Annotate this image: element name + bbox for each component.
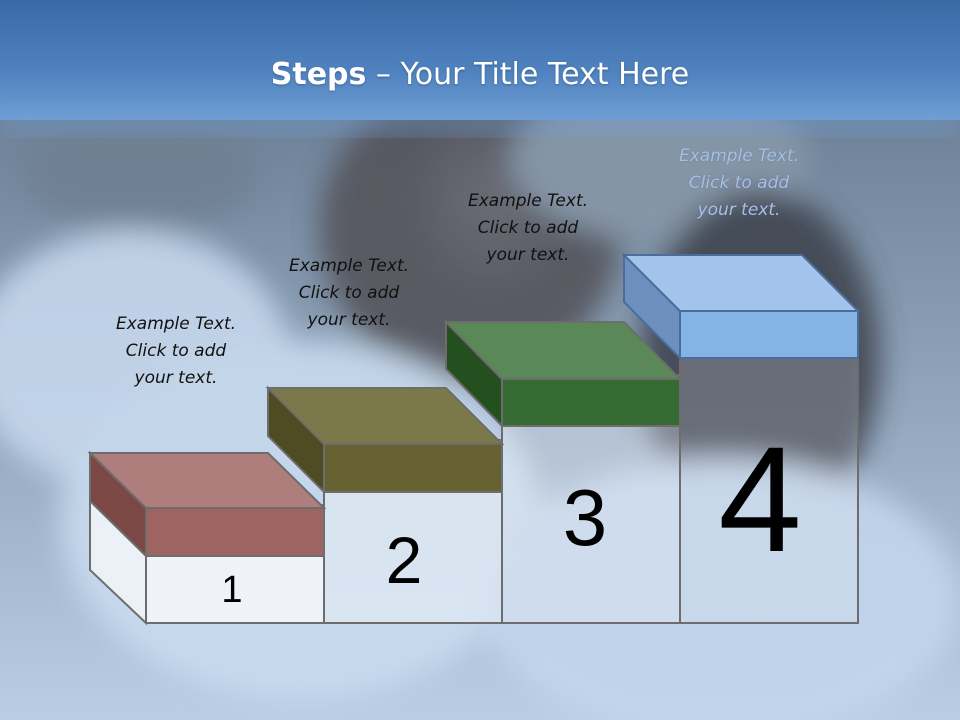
step-text-4[interactable]: Example Text. Click to add your text. [639,143,839,224]
step-number-3: 3 [562,473,608,562]
step-text-4-line-3: your text. [697,200,781,220]
step-text-3-line-1: Example Text. [467,191,589,211]
step-text-1-line-3: your text. [134,368,218,388]
title-bold: Steps [270,57,367,92]
step-text-2[interactable]: Example Text. Click to add your text. [249,253,449,334]
step-block-1-front [145,507,325,557]
step-block-2-front [323,443,503,493]
step-text-1[interactable]: Example Text. Click to add your text. [76,311,276,392]
step-block-4-front [679,310,859,359]
slide-title[interactable]: Steps – Your Title Text Here [0,52,960,98]
step-text-4-line-1: Example Text. [678,146,800,166]
step-text-1-line-2: Click to add [125,341,227,361]
step-number-1: 1 [221,569,243,611]
step-number-2: 2 [385,523,423,597]
step-text-2-line-2: Click to add [298,283,400,303]
step-text-1-line-1: Example Text. [115,314,237,334]
step-text-2-line-3: your text. [307,310,391,330]
step-text-2-line-1: Example Text. [288,256,410,276]
step-block-3[interactable] [443,319,683,429]
title-rest: – Your Title Text Here [366,57,690,92]
step-block-3-front [501,378,681,427]
step-text-3-line-3: your text. [486,245,570,265]
step-number-4: 4 [718,415,802,583]
step-block-4[interactable] [621,252,861,361]
step-text-3[interactable]: Example Text. Click to add your text. [428,188,628,269]
step-text-4-line-2: Click to add [688,173,790,193]
step-block-2[interactable] [265,385,505,495]
step-text-3-line-2: Click to add [477,218,579,238]
step-block-1[interactable] [87,450,327,559]
